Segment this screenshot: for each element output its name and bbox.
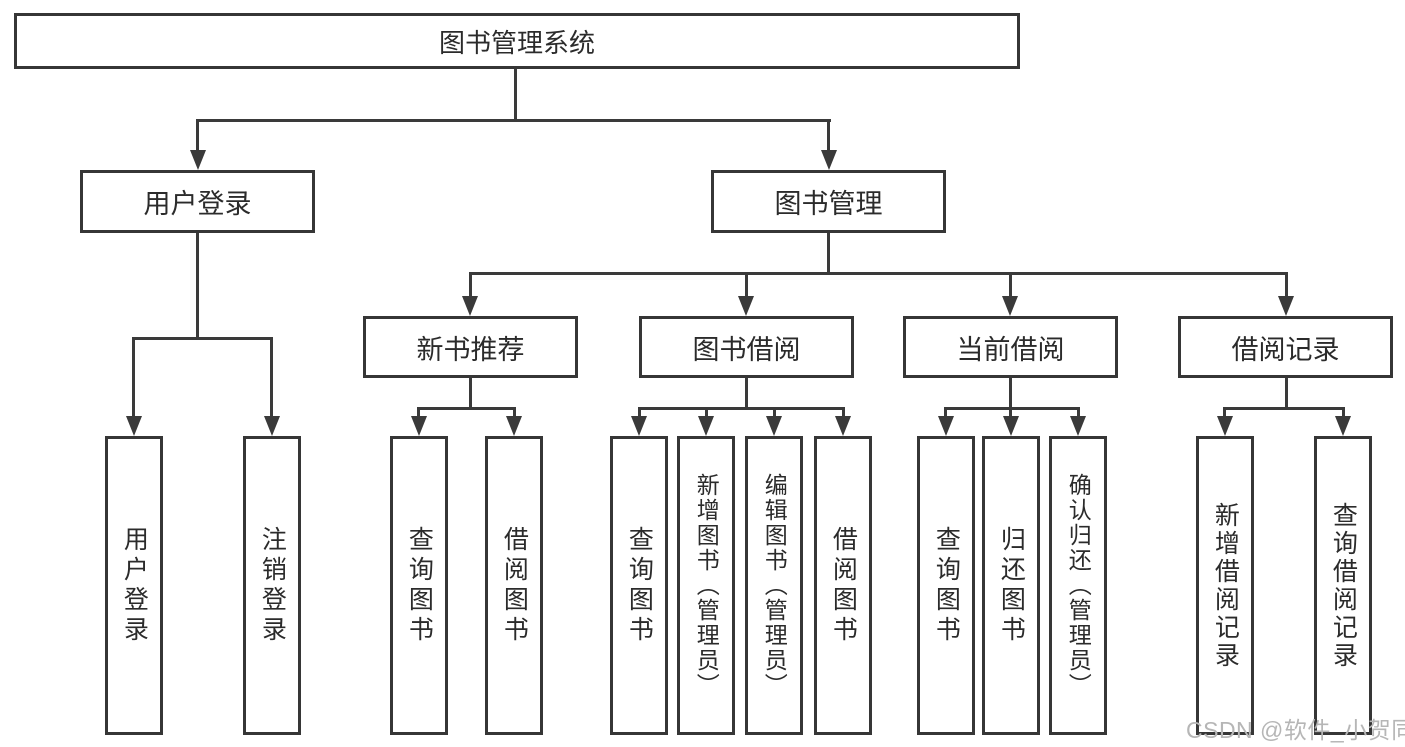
leaf-logout: 注销登录 [243,436,301,735]
connector-shaft-bor-query [638,407,641,420]
leaf-bor-edit-books-admin-label: 编辑图书（管理员） [761,473,788,698]
connector-shaft-bor-edit [773,407,776,420]
leaf-bor-query-books-label: 查询图书 [625,525,654,646]
connector-root-stem [514,69,517,121]
connector-shaft-recd-add [1223,407,1226,420]
connector-shaft-book-management [827,119,830,153]
arrowhead-cur-query-icon [938,416,954,436]
connector-rail-level2 [196,119,831,122]
node-current-borrowing: 当前借阅 [903,316,1118,378]
connector-rail-level3 [469,272,1288,275]
leaf-recd-query-record-label: 查询借阅记录 [1329,501,1358,670]
arrowhead-current-borrowing-icon [1002,296,1018,316]
connector-shaft-current-borrowing [1009,272,1012,299]
connector-shaft-login-leaf [132,337,135,419]
connector-shaft-bor-borrow [842,407,845,420]
leaf-bor-borrow-books: 借阅图书 [814,436,872,735]
connector-book-management-stem [827,233,830,275]
connector-shaft-cur-return [1009,407,1012,420]
arrowhead-logout-leaf-icon [264,416,280,436]
leaf-bor-borrow-books-label: 借阅图书 [829,525,858,646]
arrowhead-bor-borrow-icon [835,416,851,436]
leaf-cur-query-books: 查询图书 [917,436,975,735]
leaf-cur-query-books-label: 查询图书 [932,525,961,646]
arrowhead-bor-query-icon [631,416,647,436]
arrowhead-login-leaf-icon [126,416,142,436]
connector-user-login-stem [196,233,199,340]
leaf-rec-borrow-books: 借阅图书 [485,436,543,735]
leaf-user-login-label: 用户登录 [120,525,149,646]
leaf-cur-confirm-return-admin: 确认归还（管理员） [1049,436,1107,735]
node-book-management-label: 图书管理 [774,189,883,219]
connector-shaft-rec-query [417,407,420,420]
connector-shaft-recd-query [1342,407,1345,420]
connector-current-borrowing-stem [1009,378,1012,410]
connector-rail-borrow-records [1223,407,1345,410]
node-new-book-recommend-label: 新书推荐 [416,334,525,365]
leaf-recd-add-record-label: 新增借阅记录 [1211,501,1240,670]
node-book-borrowing: 图书借阅 [639,316,854,378]
arrowhead-borrow-records-icon [1278,296,1294,316]
connector-shaft-book-borrowing [745,272,748,299]
connector-shaft-logout-leaf [270,337,273,419]
node-root-label: 图书管理系统 [438,27,595,58]
connector-book-borrowing-stem [745,378,748,410]
watermark: CSDN @软件_小贺同学 [1186,717,1405,743]
leaf-cur-confirm-return-admin-label: 确认归还（管理员） [1065,473,1092,698]
leaf-cur-return-books-label: 归还图书 [997,525,1026,646]
connector-shaft-borrow-records [1285,272,1288,299]
connector-new-book-recommend-stem [469,378,472,410]
connector-shaft-cur-confirm [1077,407,1080,420]
arrowhead-recd-query-icon [1335,416,1351,436]
connector-borrow-records-stem [1285,378,1288,410]
node-borrow-records: 借阅记录 [1178,316,1393,378]
leaf-bor-add-books-admin-label: 新增图书（管理员） [693,473,720,698]
leaf-bor-edit-books-admin: 编辑图书（管理员） [745,436,803,735]
connector-rail-new-book-recommend [417,407,516,410]
arrowhead-book-borrowing-icon [738,296,754,316]
leaf-rec-query-books: 查询图书 [390,436,448,735]
connector-shaft-new-book-recommend [469,272,472,299]
leaf-bor-query-books: 查询图书 [610,436,668,735]
connector-shaft-rec-borrow [513,407,516,420]
arrowhead-rec-borrow-icon [506,416,522,436]
node-user-login: 用户登录 [80,170,315,233]
arrowhead-new-book-recommend-icon [462,296,478,316]
connector-rail-current-borrowing [944,407,1080,410]
arrowhead-user-login-icon [190,150,206,170]
connector-shaft-cur-query [944,407,947,420]
arrowhead-cur-confirm-icon [1070,416,1086,436]
leaf-rec-borrow-books-label: 借阅图书 [500,525,529,646]
arrowhead-bor-edit-icon [766,416,782,436]
node-borrow-records-label: 借阅记录 [1231,334,1340,365]
leaf-rec-query-books-label: 查询图书 [405,525,434,646]
leaf-recd-query-record: 查询借阅记录 [1314,436,1372,735]
node-current-borrowing-label: 当前借阅 [956,334,1065,365]
connector-rail-user-login [132,337,273,340]
arrowhead-recd-add-icon [1217,416,1233,436]
node-user-login-label: 用户登录 [143,189,252,219]
leaf-bor-add-books-admin: 新增图书（管理员） [677,436,735,735]
node-book-borrowing-label: 图书借阅 [692,334,801,365]
arrowhead-rec-query-icon [411,416,427,436]
arrowhead-bor-add-icon [698,416,714,436]
arrowhead-book-management-icon [821,150,837,170]
connector-shaft-user-login [196,119,199,153]
connector-shaft-bor-add [705,407,708,420]
leaf-logout-label: 注销登录 [258,525,287,646]
node-root: 图书管理系统 [14,13,1020,69]
leaf-cur-return-books: 归还图书 [982,436,1040,735]
node-book-management: 图书管理 [711,170,946,233]
leaf-user-login: 用户登录 [105,436,163,735]
arrowhead-cur-return-icon [1003,416,1019,436]
node-new-book-recommend: 新书推荐 [363,316,578,378]
leaf-recd-add-record: 新增借阅记录 [1196,436,1254,735]
connector-rail-book-borrowing [638,407,845,410]
